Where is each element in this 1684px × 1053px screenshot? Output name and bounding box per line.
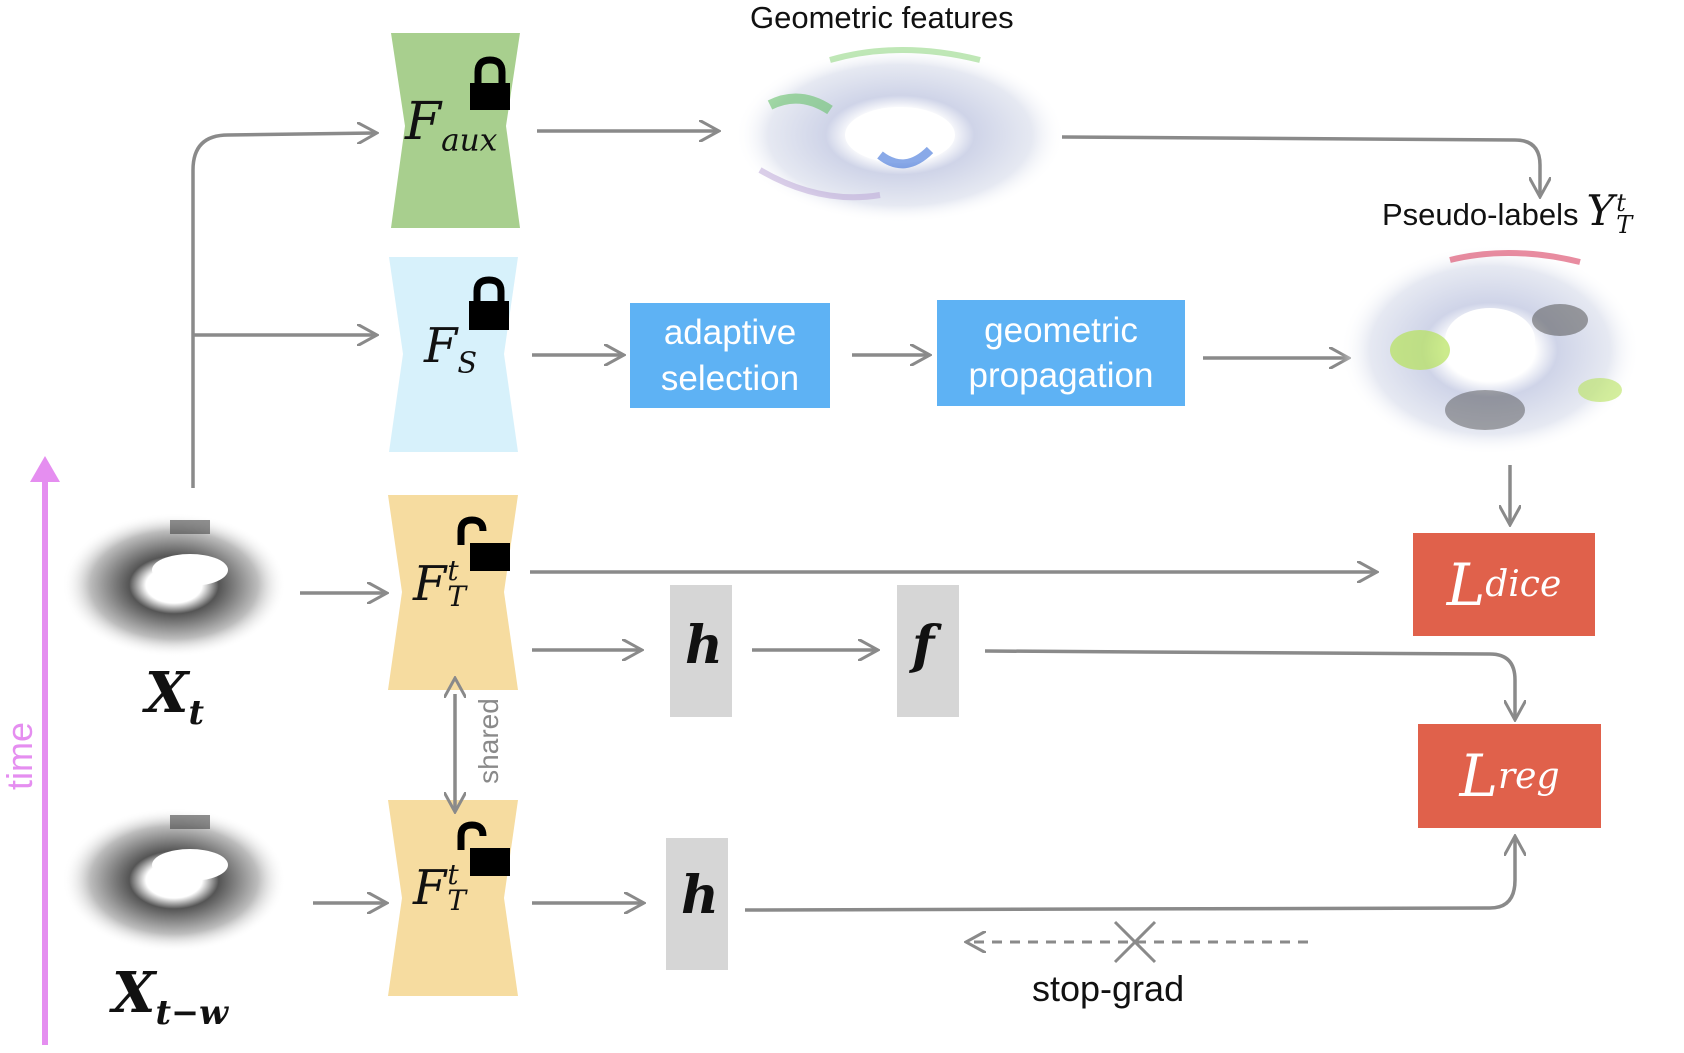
arrow-xt-to-aux — [191, 133, 375, 488]
head-f-box — [897, 585, 959, 717]
unlocked-icon-target-tw — [457, 821, 510, 876]
encoder-aux-label: Faux — [405, 92, 498, 159]
time-label: time — [0, 721, 41, 791]
geometric-features-pointcloud — [735, 47, 1065, 223]
input-pointcloud-tw — [62, 808, 286, 952]
loss-dice-box — [1413, 533, 1595, 636]
locked-icon-aux — [470, 56, 510, 110]
pseudo-labels-text: Pseudo-labels — [1382, 197, 1579, 232]
arrow-f-to-reg — [984, 649, 1515, 718]
geometric-propagation-box — [937, 300, 1185, 406]
stop-grad-cross-icon — [1113, 920, 1157, 964]
encoder-source-label: FS — [424, 318, 478, 380]
stop-grad-label: stop-grad — [1032, 968, 1185, 1009]
pseudo-labels-pointcloud — [1340, 245, 1640, 455]
adaptive-selection-label: adaptive selection — [660, 313, 800, 398]
head-f-label: f — [912, 615, 935, 676]
input-pointcloud-t — [62, 513, 286, 657]
locked-icon-source — [469, 276, 509, 330]
arrow-h-bottom-to-reg — [744, 838, 1515, 912]
head-h-top-label: h — [685, 615, 723, 676]
arrow-features-to-pseudolabels — [1061, 135, 1540, 195]
input-xt-label: Xt — [145, 660, 204, 733]
geometric-features-title: Geometric features — [750, 0, 1014, 35]
adaptive-selection-box — [630, 303, 830, 408]
input-xtw-label: Xt−w — [112, 960, 229, 1033]
head-h-bottom-box — [666, 838, 728, 970]
geometric-propagation-label: geometric propagation — [968, 310, 1154, 396]
loss-reg-box — [1418, 724, 1601, 828]
shared-label: shared — [472, 698, 504, 784]
encoder-aux-shape — [391, 33, 520, 228]
unlocked-icon-target-t — [457, 516, 510, 571]
head-h-top-box — [670, 585, 732, 717]
head-h-bottom-label: h — [681, 865, 719, 926]
